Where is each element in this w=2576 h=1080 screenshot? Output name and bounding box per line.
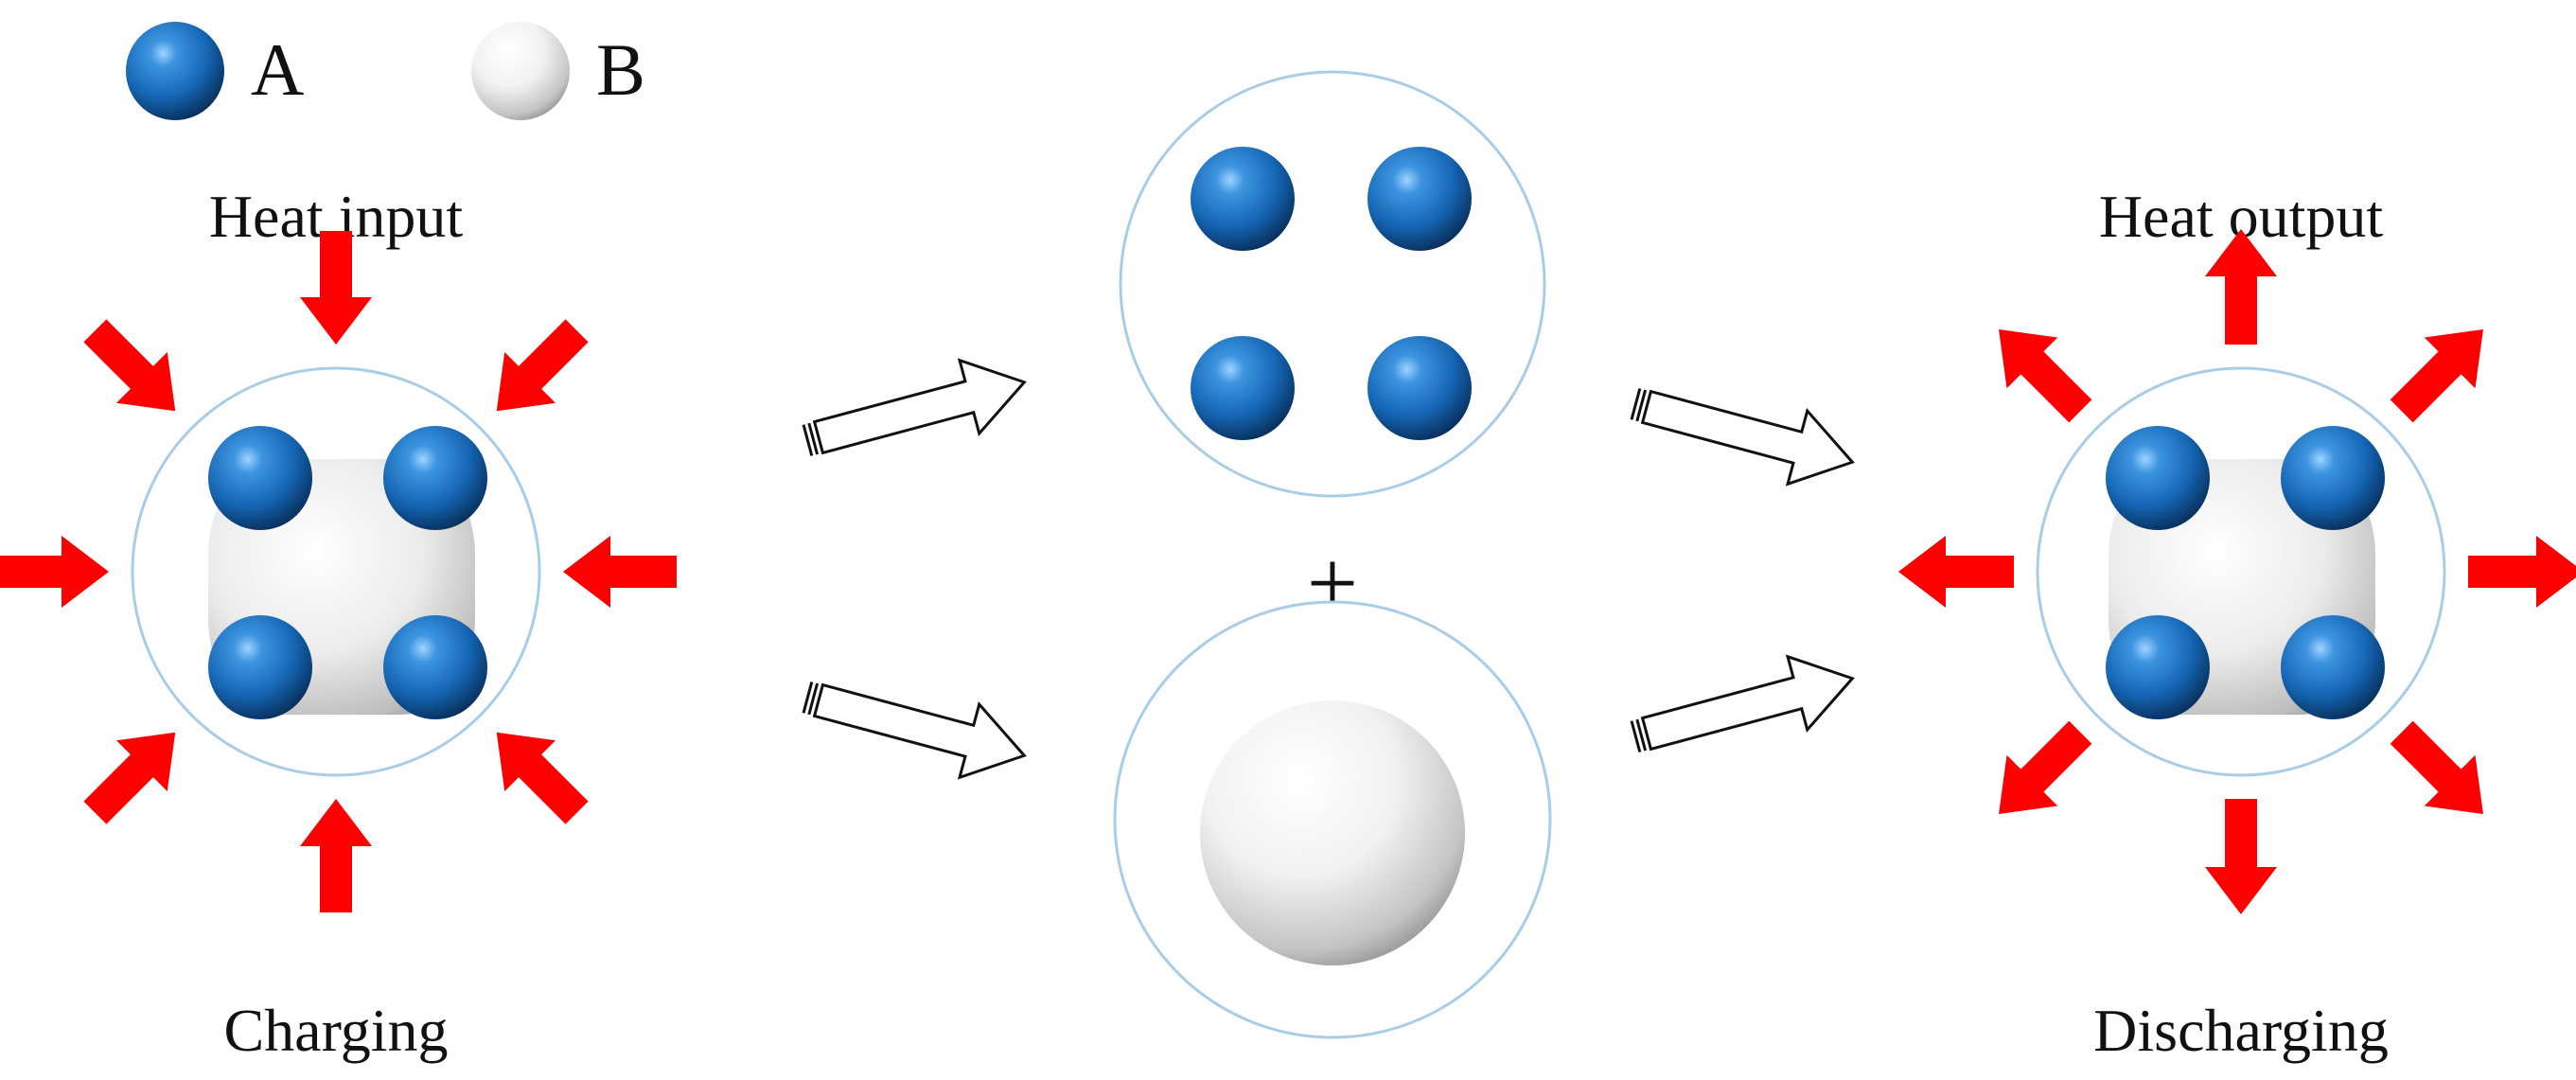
product-sphere-a-1: [1191, 147, 1295, 251]
products-a-ring: [1119, 70, 1546, 498]
heat-input-arrow-2: [496, 319, 589, 412]
discharging-sphere-a-2: [2281, 426, 2385, 530]
charging-sphere-a-2: [383, 426, 487, 530]
process-arrow-up-right: [1630, 654, 1855, 752]
heat-input-arrow-5: [300, 799, 372, 912]
process-arrow-down-right: [1630, 388, 1855, 487]
discharging-sphere-a-3: [2106, 615, 2210, 719]
heat-output-arrow-4: [2390, 720, 2483, 814]
heat-output-arrow-6: [1999, 720, 2092, 814]
heat-input-arrow-7: [0, 536, 109, 608]
product-sphere-a-2: [1367, 147, 1472, 251]
legend-sphere-a-icon: [126, 22, 224, 120]
charging-sphere-a-3: [208, 615, 312, 719]
discharging-sphere-a-4: [2281, 615, 2385, 719]
heat-input-arrows: [0, 231, 677, 912]
heat-output-arrow-1: [2205, 229, 2277, 345]
legend: A B: [126, 22, 645, 120]
heat-output-arrow-5: [2205, 799, 2277, 914]
heat-output-arrow-3: [2468, 536, 2576, 608]
process-arrows-charging: [802, 358, 1027, 780]
charging-sphere-a-1: [208, 426, 312, 530]
discharging-sphere-a-1: [2106, 426, 2210, 530]
process-arrow-down-left: [802, 682, 1027, 780]
heat-output-arrow-2: [2390, 329, 2483, 423]
product-sphere-b: [1200, 700, 1465, 965]
separated-products: +: [1113, 70, 1552, 1039]
heat-input-arrow-8: [83, 319, 176, 412]
heat-output-arrow-8: [1999, 329, 2092, 423]
heat-input-arrow-4: [496, 732, 589, 824]
heat-input-arrow-3: [563, 536, 677, 608]
charging-label: Charging: [223, 997, 448, 1064]
charging-stage: Heat input Charging: [0, 183, 677, 1064]
heat-output-arrows: [1898, 229, 2576, 914]
heat-output-arrow-7: [1898, 536, 2014, 608]
legend-label-b: B: [596, 28, 645, 111]
discharging-stage: Heat output Discharging: [1898, 183, 2576, 1064]
legend-label-a: A: [251, 28, 304, 111]
discharging-label: Discharging: [2093, 997, 2389, 1064]
product-sphere-a-3: [1191, 336, 1295, 440]
charging-sphere-a-4: [383, 615, 487, 719]
heat-input-arrow-1: [300, 231, 372, 345]
process-arrow-up-left: [802, 358, 1027, 456]
heat-input-arrow-6: [83, 732, 176, 824]
legend-sphere-b-icon: [471, 22, 570, 120]
product-sphere-a-4: [1367, 336, 1472, 440]
process-arrows-discharging: [1630, 388, 1855, 752]
